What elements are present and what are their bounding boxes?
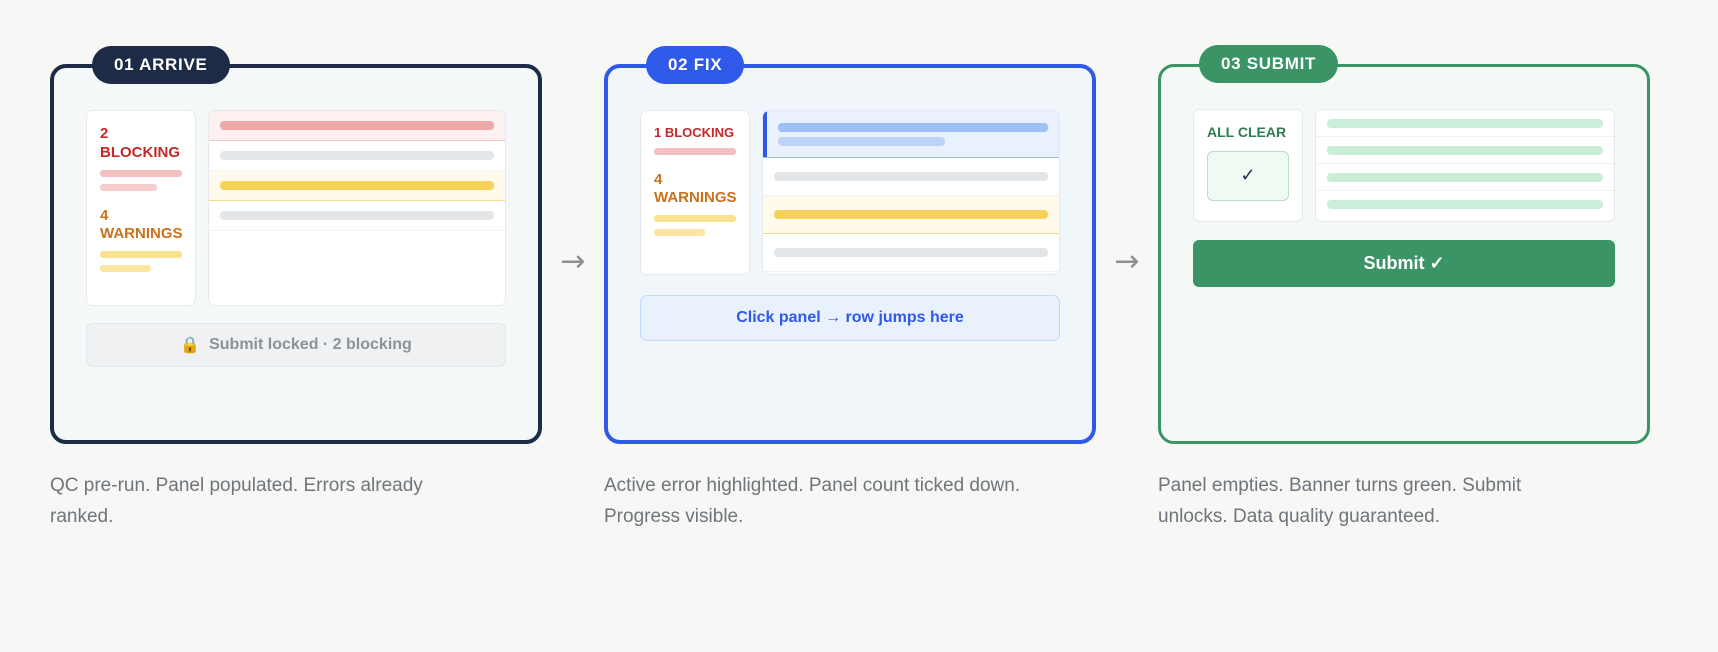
step-02-caption: Active error highlighted. Panel count ti… <box>604 475 1021 528</box>
submit-button[interactable]: Submit ✓ <box>1193 240 1615 287</box>
row-content-bar <box>220 151 494 160</box>
jump-hint-bar[interactable]: Click panel → row jumps here <box>640 295 1060 341</box>
row-content-bar <box>220 211 494 220</box>
table-row[interactable] <box>763 234 1059 272</box>
row-content-bar <box>220 121 494 130</box>
arrow-right-icon: → <box>560 244 586 279</box>
table-row[interactable] <box>1316 164 1614 191</box>
warning-bar-1 <box>100 251 182 258</box>
error-panel-02[interactable]: 1 BLOCKING 4 WARNINGS <box>640 110 750 275</box>
lock-icon: 🔒 <box>180 337 201 354</box>
step-03-inner: ALL CLEAR ✓ <box>1193 109 1615 222</box>
warning-count: 4 <box>654 170 663 188</box>
warning-count: 4 <box>100 206 109 224</box>
step-03-caption: Panel empties. Banner turns green. Submi… <box>1158 475 1522 528</box>
blocking-count-inline: 1 BLOCKING <box>654 125 735 140</box>
table-row[interactable] <box>209 201 505 231</box>
step-02-card[interactable]: 02 FIX 1 BLOCKING 4 WARNINGS <box>604 46 1096 444</box>
row-subcontent-bar <box>778 136 946 146</box>
blocking-count: 2 <box>100 125 109 142</box>
jump-hint-label: Click panel → row jumps here <box>736 309 964 326</box>
step-01-caption: QC pre-run. Panel populated. Errors alre… <box>50 475 423 528</box>
panel-spacer <box>100 191 182 207</box>
row-content-bar <box>774 210 1048 219</box>
blocking-bar-1 <box>654 147 736 155</box>
row-content-bar <box>1327 172 1603 182</box>
warning-bar-2 <box>100 265 151 272</box>
blocking-bar-1 <box>100 169 182 177</box>
data-table-01[interactable] <box>208 110 506 306</box>
row-content-bar <box>1327 118 1603 128</box>
table-row[interactable] <box>209 171 505 201</box>
all-clear-checkbox: ✓ <box>1207 150 1289 201</box>
row-content-bar <box>220 181 494 190</box>
submit-locked-bar: 🔒 Submit locked · 2 blocking <box>86 323 506 367</box>
step-03-body: ALL CLEAR ✓ <box>1161 67 1647 441</box>
row-content-bar <box>774 248 1048 257</box>
arrow-right-icon: → <box>1114 244 1140 279</box>
step-01-card[interactable]: 01 ARRIVE 2 BLOCKING 4 WARNINGS <box>50 46 542 444</box>
step-03-card[interactable]: 03 SUBMIT ALL CLEAR ✓ <box>1158 45 1650 444</box>
step-01-body: 2 BLOCKING 4 WARNINGS <box>54 68 538 440</box>
table-row[interactable] <box>209 111 505 141</box>
step-01-arrive: 01 ARRIVE 2 BLOCKING 4 WARNINGS <box>50 42 542 533</box>
table-row-active[interactable] <box>763 111 1059 158</box>
data-table-02[interactable] <box>762 110 1060 275</box>
blocking-label: BLOCKING <box>100 143 180 161</box>
all-clear-label: ALL CLEAR <box>1207 124 1287 140</box>
arrow-2-to-3: → <box>1096 42 1158 482</box>
warning-bar-1 <box>654 215 736 223</box>
data-table-03[interactable] <box>1315 109 1615 222</box>
step-02-fix: 02 FIX 1 BLOCKING 4 WARNINGS <box>604 42 1096 533</box>
row-content-bar <box>778 122 1048 132</box>
table-row[interactable] <box>763 158 1059 196</box>
arrow-1-to-2: → <box>542 42 604 482</box>
step-01-badge: 01 ARRIVE <box>92 46 230 84</box>
panel-spacer <box>654 155 736 171</box>
row-content-bar <box>1327 200 1603 209</box>
all-clear-panel[interactable]: ALL CLEAR ✓ <box>1193 109 1303 222</box>
table-row[interactable] <box>763 196 1059 234</box>
blocking-bar-2 <box>100 183 158 191</box>
error-panel-01[interactable]: 2 BLOCKING 4 WARNINGS <box>86 110 196 306</box>
table-row[interactable] <box>209 141 505 171</box>
check-icon: ✓ <box>1240 165 1256 186</box>
row-content-bar <box>1327 145 1603 155</box>
table-row[interactable] <box>1316 191 1614 218</box>
submit-locked-label: Submit locked · 2 blocking <box>209 336 412 353</box>
row-content-bar <box>774 172 1048 181</box>
table-row[interactable] <box>1316 137 1614 164</box>
step-02-inner: 1 BLOCKING 4 WARNINGS <box>640 110 1060 275</box>
steps-row: 01 ARRIVE 2 BLOCKING 4 WARNINGS <box>50 42 1670 533</box>
step-02-badge: 02 FIX <box>646 46 745 84</box>
step-02-body: 1 BLOCKING 4 WARNINGS <box>608 68 1092 440</box>
warning-label: WARNINGS <box>654 189 737 207</box>
warning-label: WARNINGS <box>100 225 183 243</box>
step-01-inner: 2 BLOCKING 4 WARNINGS <box>86 110 506 306</box>
step-03-badge: 03 SUBMIT <box>1199 45 1339 83</box>
step-03-submit: 03 SUBMIT ALL CLEAR ✓ <box>1158 42 1650 533</box>
warning-bar-2 <box>654 229 705 237</box>
table-row[interactable] <box>1316 110 1614 137</box>
